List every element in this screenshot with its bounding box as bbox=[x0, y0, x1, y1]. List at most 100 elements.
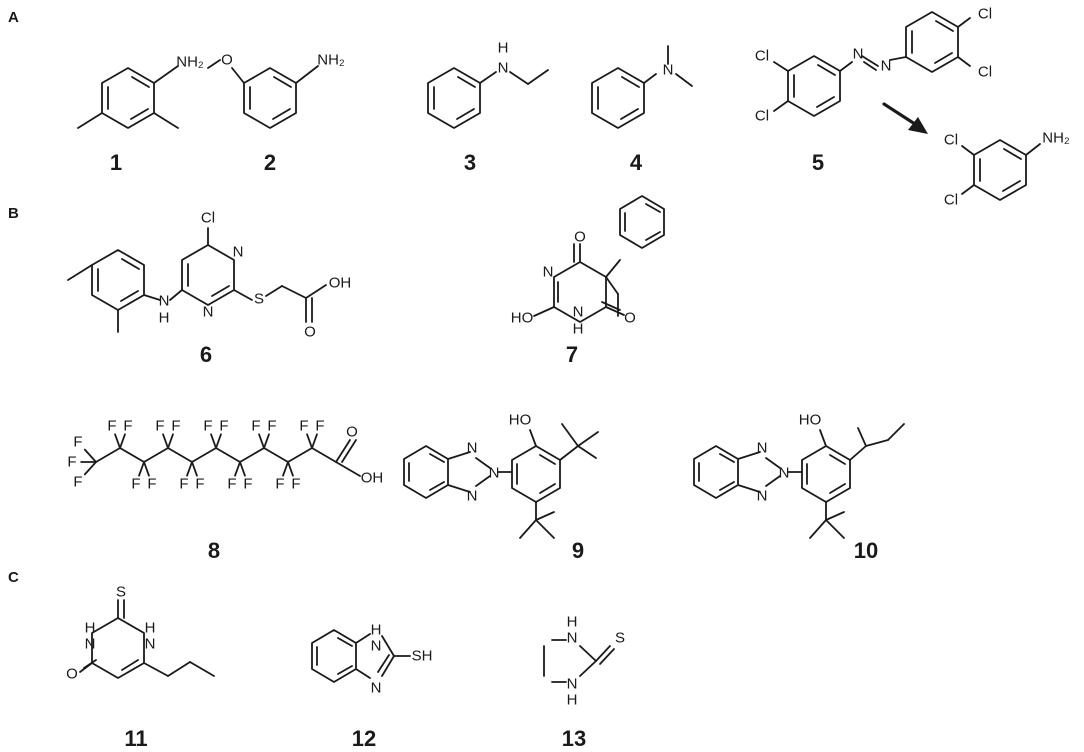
atom-label: N bbox=[467, 488, 478, 505]
c-f-bond bbox=[239, 461, 246, 477]
c-f-bond bbox=[191, 461, 198, 477]
atom-label: N bbox=[757, 488, 768, 505]
compound-1-structure: NH₂ bbox=[77, 54, 204, 129]
atom-label: N bbox=[663, 62, 674, 79]
compound-number-7: 7 bbox=[566, 342, 578, 367]
atom-label: Cl bbox=[944, 132, 958, 149]
atom-label: NH₂ bbox=[176, 54, 204, 71]
panel-label-b: B bbox=[8, 205, 19, 222]
c-f-bond bbox=[186, 461, 193, 477]
atom-label: NH₂ bbox=[317, 52, 345, 69]
panel-label-a: A bbox=[8, 9, 19, 26]
compound-number-5: 5 bbox=[812, 150, 824, 175]
atom-label: H bbox=[498, 40, 509, 57]
fluorine-label: F bbox=[251, 418, 260, 435]
compound-number-13: 13 bbox=[562, 726, 586, 751]
compound-2-structure: O NH₂ bbox=[207, 52, 345, 129]
atom-label: H bbox=[567, 692, 578, 709]
compound-4-structure: N bbox=[591, 45, 693, 129]
atom-label: N bbox=[567, 630, 578, 647]
compound-13-structure: H N S N H bbox=[543, 614, 625, 709]
fluorine-label: F bbox=[123, 418, 132, 435]
atom-label: H bbox=[85, 620, 96, 637]
fluorine-label: F bbox=[299, 418, 308, 435]
atom-label: N bbox=[853, 46, 864, 63]
atom-label: Cl bbox=[978, 6, 992, 23]
atom-label: N bbox=[543, 264, 554, 281]
c-f-bond bbox=[138, 461, 145, 477]
fluorine-label: F bbox=[131, 476, 140, 493]
atom-label: Cl bbox=[755, 108, 769, 125]
atom-label: N bbox=[498, 60, 509, 77]
compound-number-4: 4 bbox=[630, 150, 643, 175]
fluorine-label: F bbox=[243, 476, 252, 493]
atom-label: N bbox=[567, 676, 578, 693]
compound-number-10: 10 bbox=[854, 538, 878, 563]
atom-label: N bbox=[757, 440, 768, 457]
fluorine-label: F bbox=[227, 476, 236, 493]
c-f-bond bbox=[83, 448, 97, 463]
atom-label: S bbox=[116, 584, 126, 601]
atom-label: O bbox=[624, 310, 636, 327]
atom-label: NH₂ bbox=[1042, 130, 1070, 147]
atom-label: H bbox=[159, 310, 170, 327]
atom-label: O bbox=[346, 424, 358, 441]
compound-number-9: 9 bbox=[572, 538, 584, 563]
fluorine-label: F bbox=[195, 476, 204, 493]
atom-label: N bbox=[779, 465, 790, 482]
atom-label: N bbox=[371, 638, 382, 655]
compound-11-structure: S H N H N O bbox=[66, 584, 215, 683]
atom-label: OH bbox=[329, 275, 352, 292]
reaction-arrow bbox=[882, 102, 928, 134]
atom-label: N bbox=[145, 636, 156, 653]
c-f-bond bbox=[83, 461, 97, 476]
fluorine-label: F bbox=[203, 418, 212, 435]
c-f-bond bbox=[162, 433, 169, 449]
atom-label: N bbox=[467, 440, 478, 457]
atom-label: N bbox=[489, 465, 500, 482]
fluorine-label: F bbox=[275, 476, 284, 493]
fluorine-label: F bbox=[73, 434, 82, 451]
atom-label: SH bbox=[412, 648, 433, 665]
atom-label: H bbox=[371, 622, 382, 639]
atom-label: H bbox=[573, 321, 584, 338]
c-f-bond bbox=[215, 433, 222, 449]
atom-label: HO bbox=[509, 412, 532, 429]
c-f-bond bbox=[167, 433, 174, 449]
compound-number-11: 11 bbox=[124, 726, 147, 751]
fluorine-label: F bbox=[219, 418, 228, 435]
c-f-bond bbox=[119, 433, 126, 449]
atom-label: OH bbox=[361, 470, 384, 487]
fluorine-label: F bbox=[179, 476, 188, 493]
atom-label: N bbox=[85, 636, 96, 653]
atom-label: N bbox=[881, 58, 892, 75]
compound-number-1: 1 bbox=[110, 150, 122, 175]
atom-label: N bbox=[203, 304, 214, 321]
c-f-bond bbox=[282, 461, 289, 477]
fluorine-label: F bbox=[73, 474, 82, 491]
compound-9-structure: HO N N N bbox=[403, 412, 599, 539]
compound-12-structure: H N SH N bbox=[311, 622, 433, 697]
atom-label: Cl bbox=[978, 64, 992, 81]
atom-label: H bbox=[145, 620, 156, 637]
atom-label: Cl bbox=[944, 192, 958, 209]
compound-3-structure: N H bbox=[427, 40, 549, 129]
compound-7-structure: O N HO N H O bbox=[511, 195, 665, 338]
atom-label: O bbox=[304, 324, 316, 341]
fluorine-label: F bbox=[107, 418, 116, 435]
atom-label: N bbox=[233, 244, 244, 261]
panel-label-c: C bbox=[8, 569, 19, 586]
c-f-bond bbox=[263, 433, 270, 449]
compound-number-2: 2 bbox=[264, 150, 276, 175]
compound-5-product-structure: Cl Cl NH₂ bbox=[944, 130, 1070, 209]
atom-label: N bbox=[159, 293, 170, 310]
c-f-bond bbox=[210, 433, 217, 449]
atom-label: O bbox=[221, 52, 233, 69]
atom-label: HO bbox=[511, 310, 534, 327]
compound-number-8: 8 bbox=[208, 538, 220, 563]
compound-6-structure: Cl N N N H S OH O bbox=[67, 210, 352, 341]
atom-label: S bbox=[254, 291, 264, 308]
c-f-bond bbox=[306, 433, 313, 449]
